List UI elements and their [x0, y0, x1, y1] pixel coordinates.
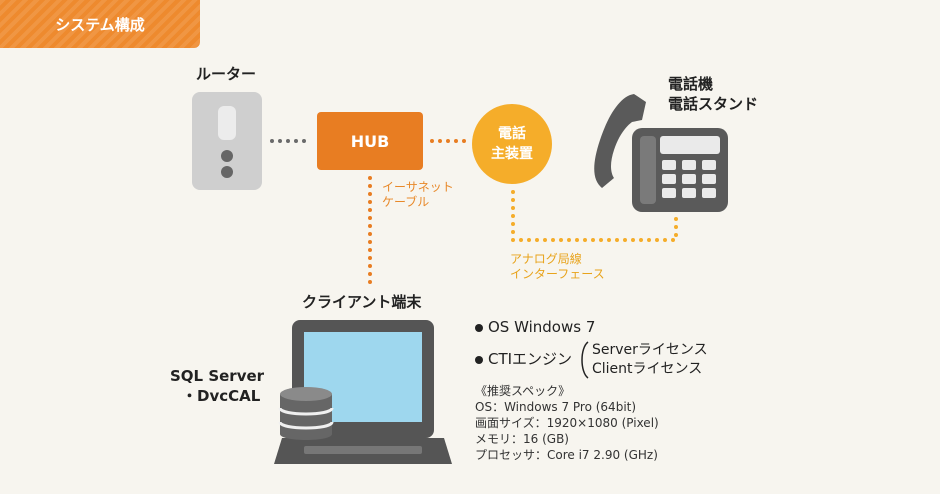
analog-line: [511, 190, 678, 242]
cti-info: CTIエンジン: [475, 348, 572, 369]
router-slot: [218, 106, 236, 140]
analog-label-line1: アナログ局線: [510, 252, 582, 266]
main-unit-label-line1: 電話: [498, 126, 526, 142]
phone-label-line1: 電話機: [668, 75, 714, 93]
database-label: SQL Server ・DvcCAL: [170, 366, 264, 406]
phone-label-line2: 電話スタンド: [668, 95, 759, 113]
router-led-2: [221, 166, 233, 178]
hub-label: HUB: [350, 131, 390, 151]
telephone-keypad: [662, 160, 716, 198]
phone-label: 電話機 電話スタンド: [668, 74, 758, 114]
spec-heading: 《推奨スペック》: [475, 384, 571, 398]
telephone-display: [640, 136, 656, 204]
client-label: クライアント端末: [302, 293, 422, 311]
cti-license-server: Serverライセンス: [592, 342, 708, 358]
cti-license-client: Clientライセンス: [592, 361, 703, 377]
spec-line-processor: プロセッサ：Core i7 2.90 (GHz): [475, 448, 658, 462]
ethernet-label-line1: イーサネット: [382, 180, 454, 194]
cti-brace: [581, 341, 589, 379]
router-icon: [192, 92, 262, 190]
os-info: OS Windows 7: [475, 318, 595, 336]
os-bullet: [475, 323, 483, 332]
database-label-line2: ・DvcCAL: [182, 387, 261, 405]
section-title-tab: システム構成: [0, 0, 200, 48]
spec-line-os: OS：Windows 7 Pro (64bit): [475, 400, 637, 414]
section-title: システム構成: [55, 15, 145, 34]
hub-box: HUB: [317, 112, 423, 170]
telephone-icon: [594, 94, 728, 212]
main-unit-label-line2: 主装置: [491, 146, 533, 162]
os-text: OS Windows 7: [488, 318, 596, 336]
router-led-1: [221, 150, 233, 162]
database-top: [280, 387, 332, 401]
router-label: ルーター: [196, 65, 257, 83]
spec-line-memory: メモリ：16 (GB): [475, 432, 569, 446]
cti-licenses: Serverライセンス Clientライセンス: [592, 341, 708, 379]
analog-label-line2: インターフェース: [510, 267, 605, 281]
laptop-keyboard: [304, 446, 422, 454]
database-label-line1: SQL Server: [170, 367, 265, 385]
telephone-screen: [660, 136, 720, 154]
ethernet-label-line2: ケーブル: [382, 195, 430, 209]
recommended-spec: 《推奨スペック》 OS：Windows 7 Pro (64bit) 画面サイズ：…: [475, 383, 659, 463]
database-icon: [278, 387, 334, 440]
analog-label: アナログ局線 インターフェース: [510, 252, 605, 282]
ethernet-label: イーサネット ケーブル: [382, 180, 454, 210]
spec-line-screen: 画面サイズ：1920×1080 (Pixel): [475, 416, 659, 430]
telephone-handset: [594, 94, 646, 188]
cti-text: CTIエンジン: [488, 350, 573, 368]
main-unit-circle: 電話 主装置: [472, 104, 552, 184]
cti-bullet: [475, 355, 483, 364]
